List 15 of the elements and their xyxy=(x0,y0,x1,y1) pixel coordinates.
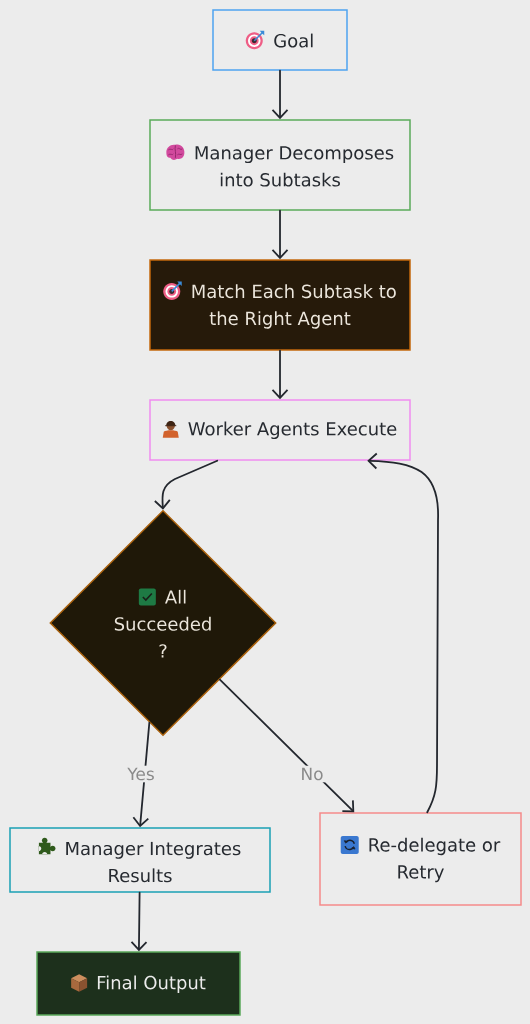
process-box: Manager Decomposes into Subtasks xyxy=(149,119,411,211)
arrow xyxy=(367,452,439,814)
arrow xyxy=(271,69,289,120)
arrow xyxy=(219,678,355,813)
arrow xyxy=(132,721,151,828)
arrow xyxy=(271,209,289,260)
arrow xyxy=(271,349,289,400)
process-box: Goal xyxy=(212,9,348,71)
process-box: Match Each Subtask to the Right Agent xyxy=(149,259,411,351)
process-box: Re-delegate or Retry xyxy=(319,812,522,906)
process-box: Manager Integrates Results xyxy=(9,827,271,893)
arrow xyxy=(153,459,219,510)
process-box: Final Output xyxy=(36,951,241,1016)
process-box: Worker Agents Execute xyxy=(149,399,411,461)
arrow xyxy=(130,891,148,952)
